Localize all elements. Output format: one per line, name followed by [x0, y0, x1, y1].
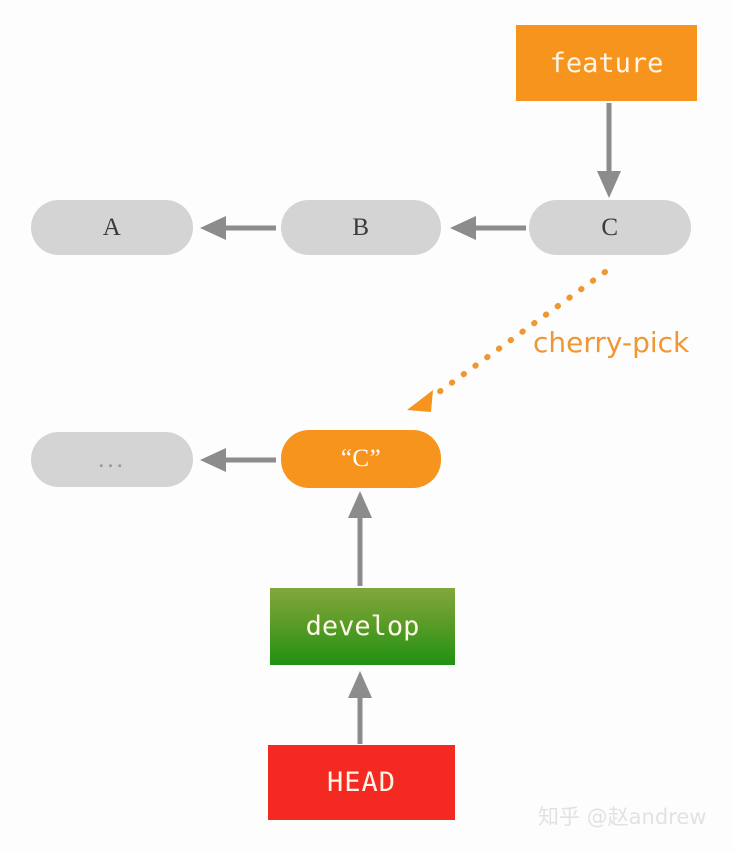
branch-label-develop[interactable]: develop [270, 588, 455, 665]
branch-label-head[interactable]: HEAD [268, 745, 455, 820]
arrow-ccopy-to-ellipsis [200, 448, 276, 472]
commit-label-ellipsis: ... [98, 445, 126, 473]
arrow-c-to-b [450, 216, 526, 240]
arrow-develop-to-ccopy [348, 491, 372, 586]
watermark: 知乎 @赵andrew [538, 805, 707, 829]
arrow-head-to-develop [348, 671, 372, 744]
arrow-b-to-a [200, 216, 276, 240]
branch-label-feature[interactable]: feature [516, 25, 697, 101]
commit-label-a: A [102, 213, 122, 241]
commit-node-c-copy[interactable]: “C” [281, 430, 441, 488]
commit-node-b[interactable]: B [281, 200, 441, 255]
commit-node-ellipsis[interactable]: ... [31, 432, 193, 487]
commit-label-c: C [601, 213, 619, 241]
commit-node-c[interactable]: C [529, 200, 691, 255]
commit-label-b: B [352, 213, 370, 241]
arrow-feature-to-c [597, 103, 621, 198]
commit-node-a[interactable]: A [31, 200, 193, 255]
commit-label-c-copy: “C” [340, 445, 382, 472]
cherry-pick-label: cherry-pick [533, 326, 690, 359]
